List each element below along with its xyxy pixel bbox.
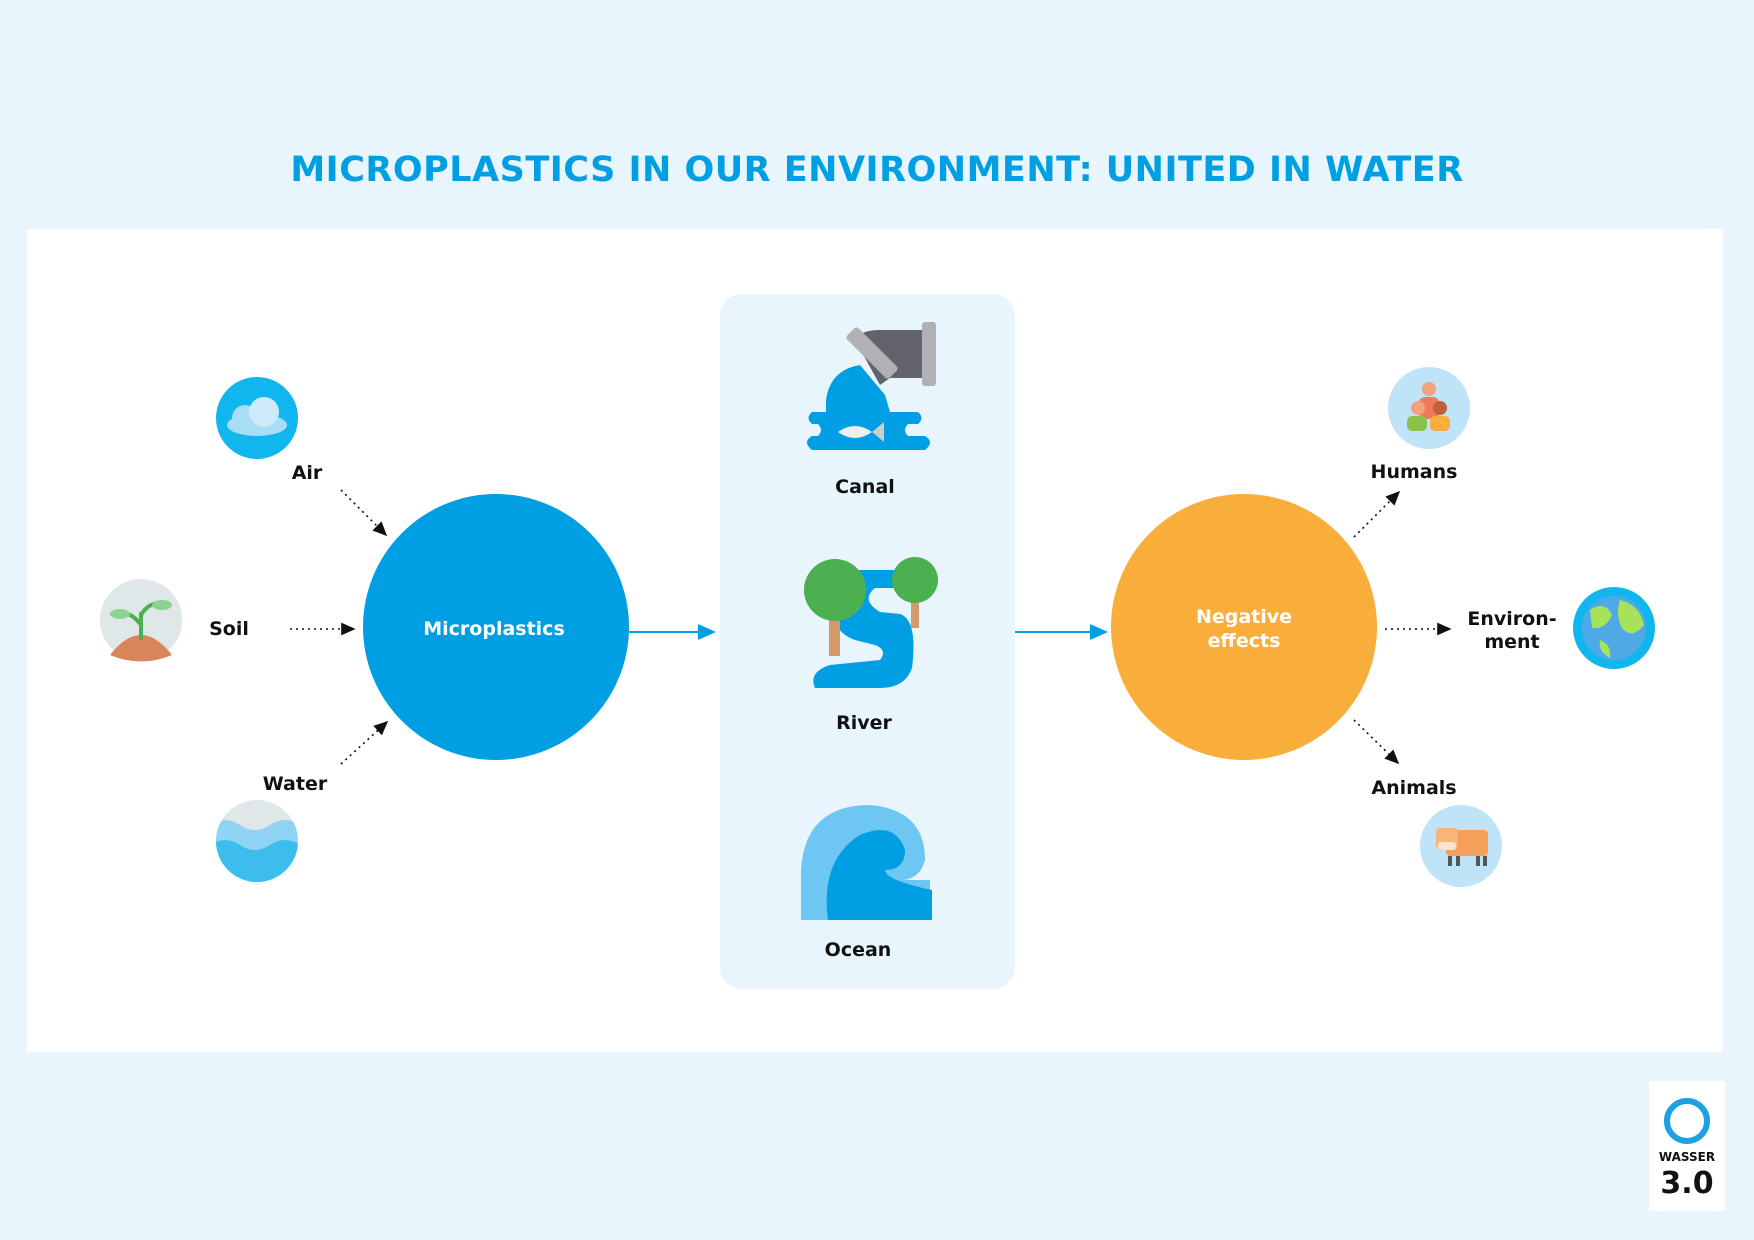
target-label-environment-line2: ment [1484, 631, 1539, 653]
page-title: MICROPLASTICS IN OUR ENVIRONMENT: UNITED… [290, 150, 1464, 190]
source-label-soil: Soil [209, 618, 249, 640]
arrow-effects-to-humans [1353, 490, 1401, 538]
wasser-logo: WASSER 3.0 [1649, 1081, 1725, 1211]
soil-icon [100, 579, 182, 662]
logo-version: 3.0 [1660, 1166, 1713, 1201]
air-icon [216, 377, 298, 459]
waterway-label-ocean: Ocean [825, 939, 892, 961]
water-icon [216, 800, 298, 882]
waterway-label-canal: Canal [835, 476, 895, 498]
globe-icon [1573, 587, 1655, 669]
microplastics-label: Microplastics [423, 618, 565, 640]
pipe-outflow-icon [807, 322, 936, 450]
wave-icon [801, 805, 932, 920]
negative-effects-label-line2: effects [1208, 630, 1281, 652]
source-label-air: Air [292, 462, 323, 484]
arrow-effects-to-animals [1353, 719, 1400, 765]
people-icon [1388, 367, 1470, 449]
negative-effects-label-line1: Negative [1196, 606, 1292, 628]
target-label-environment-line1: Environ- [1467, 608, 1556, 630]
negative-effects-circle [1111, 494, 1377, 760]
source-label-water: Water [263, 773, 328, 795]
target-label-animals: Animals [1371, 777, 1456, 799]
waterway-label-river: River [836, 712, 892, 734]
arrow-water-to-microplastics [340, 720, 389, 765]
wasser-ring-icon: WASSER 3.0 [1659, 1098, 1715, 1201]
target-label-humans: Humans [1371, 461, 1458, 483]
river-icon [804, 557, 938, 688]
logo-word: WASSER [1659, 1150, 1715, 1164]
arrow-air-to-microplastics [340, 489, 388, 537]
cow-icon [1420, 805, 1502, 887]
microplastics-circle [363, 494, 629, 760]
